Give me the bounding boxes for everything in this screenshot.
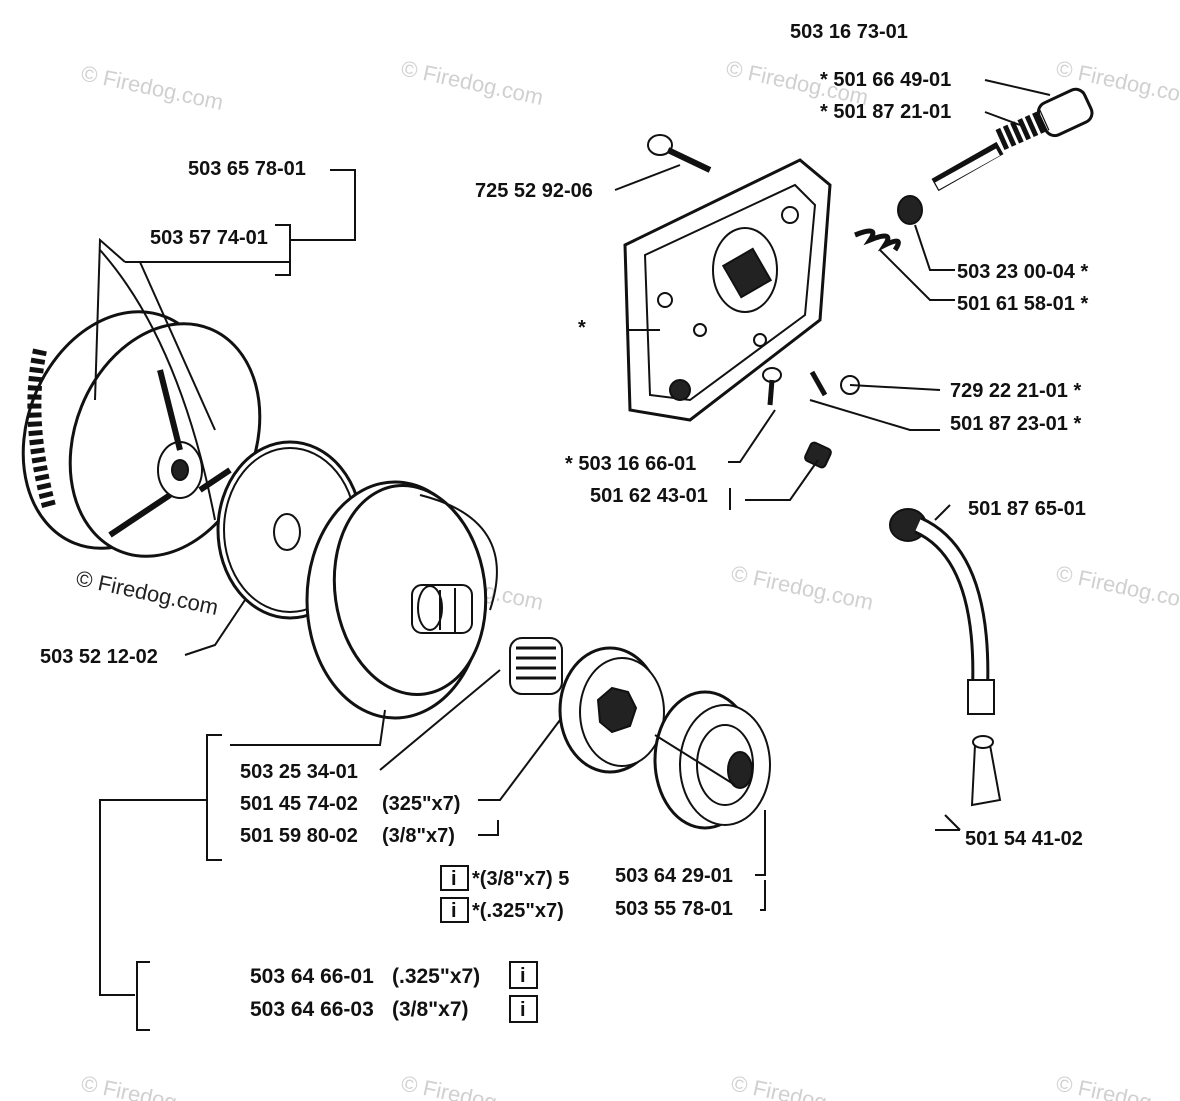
info-icon <box>509 995 538 1023</box>
label-501-45-74-02-size: (325"x7) <box>382 793 460 815</box>
watermark: © Firedog.com <box>729 560 876 615</box>
watermark: © Firedog.com <box>79 60 226 115</box>
info-icon-glyph: i <box>451 868 457 890</box>
info-icon <box>509 961 538 989</box>
watermark: © Firedog.com <box>1054 1070 1180 1101</box>
label-503-55-78-01: 503 55 78-01 <box>615 898 733 920</box>
watermark-dark: © Firedog.com <box>74 565 221 620</box>
label-501-66-49-01: * 501 66 49-01 <box>820 69 951 91</box>
label-503-64-66-01-size: (.325"x7) <box>392 965 480 988</box>
label-501-59-80-02: 501 59 80-02 <box>240 825 358 847</box>
part-labels: 503 16 73-01 * 501 66 49-01 * 501 87 21-… <box>40 21 1088 1023</box>
label-503-64-66-03-size: (3/8"x7) <box>392 998 469 1021</box>
small-screws-drawing <box>762 367 860 469</box>
label-note-325: *(.325"x7) <box>472 900 564 922</box>
label-501-54-41-02: 501 54 41-02 <box>965 828 1083 850</box>
spring-drawing <box>854 195 923 252</box>
clutch-drum-drawing <box>305 480 498 720</box>
watermark: © Firedog.com <box>729 1070 876 1101</box>
info-icon <box>440 897 469 923</box>
needle-bearing-drawing <box>509 637 563 695</box>
info-icon-glyph: i <box>451 900 457 922</box>
clutch-drawing <box>21 249 262 558</box>
watermark: © Firedog.com <box>1054 560 1180 615</box>
label-housing-star: * <box>578 317 586 339</box>
label-729-22-21-01: 729 22 21-01 * <box>950 380 1081 402</box>
label-note-38: *(3/8"x7) 5 <box>472 868 569 890</box>
rim-hub-drawing <box>653 690 771 830</box>
oil-pipe-drawing <box>889 508 995 715</box>
label-503-16-73-01: 503 16 73-01 <box>790 21 908 43</box>
screw-drawing <box>647 134 712 173</box>
label-503-16-66-01: * 503 16 66-01 <box>565 453 696 475</box>
label-725-52-92-06: 725 52 92-06 <box>475 180 593 202</box>
label-501-59-80-02-size: (3/8"x7) <box>382 825 455 847</box>
rim-sprocket-drawing <box>558 646 665 774</box>
pump-shaft-drawing <box>931 87 1094 192</box>
label-503-64-66-01: 503 64 66-01 <box>250 965 374 988</box>
label-501-87-23-01: 501 87 23-01 * <box>950 413 1081 435</box>
label-503-65-78-01: 503 65 78-01 <box>188 158 306 180</box>
watermark: © Firedog.com <box>79 1070 226 1101</box>
label-503-64-29-01: 503 64 29-01 <box>615 865 733 887</box>
leader-lines <box>94 79 1051 1031</box>
oil-pump-drawing <box>623 158 832 422</box>
label-503-64-66-03: 503 64 66-03 <box>250 998 374 1021</box>
info-icon <box>440 865 469 891</box>
label-503-23-00-04: 503 23 00-04 * <box>957 261 1088 283</box>
label-503-25-34-01: 503 25 34-01 <box>240 761 358 783</box>
watermark: © Firedog.com <box>399 55 546 110</box>
label-501-62-43-01: 501 62 43-01 <box>590 485 708 507</box>
label-501-87-21-01: * 501 87 21-01 <box>820 101 951 123</box>
info-icon-glyph: i <box>520 965 526 987</box>
info-icon-glyph: i <box>520 999 526 1021</box>
label-503-57-74-01: 503 57 74-01 <box>150 227 268 249</box>
label-501-45-74-02: 501 45 74-02 <box>240 793 358 815</box>
label-501-87-65-01: 501 87 65-01 <box>968 498 1086 520</box>
label-503-52-12-02: 503 52 12-02 <box>40 646 158 668</box>
nipple-drawing <box>970 735 1002 807</box>
label-501-61-58-01: 501 61 58-01 * <box>957 293 1088 315</box>
watermark: © Firedog.com <box>399 1070 546 1101</box>
